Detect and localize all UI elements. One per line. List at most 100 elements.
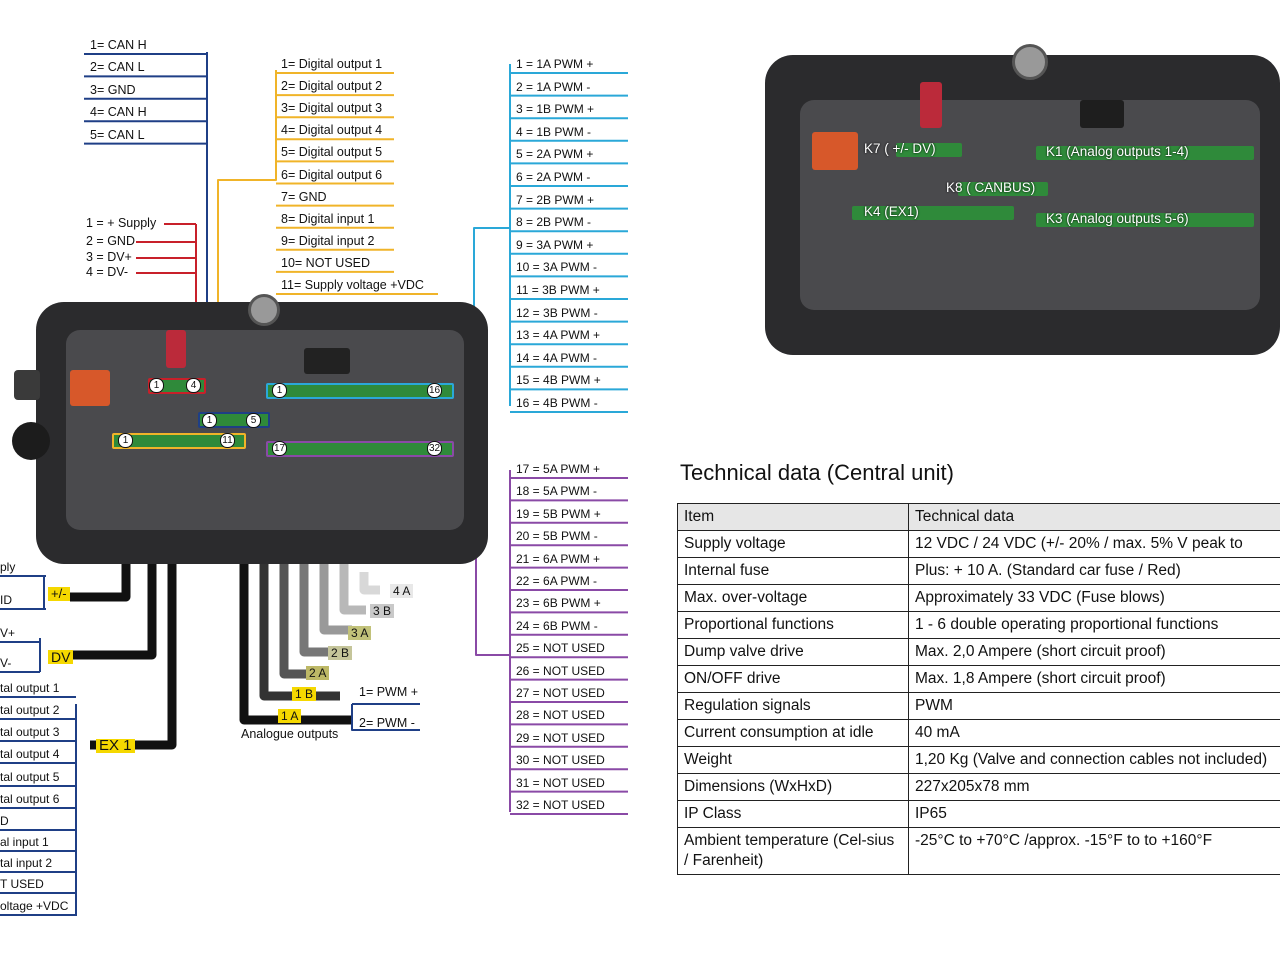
photo-label-k1: K1 (Analog outputs 1-4) <box>1046 144 1189 159</box>
black-cable-analogue-6 <box>339 560 366 615</box>
analogue-tag: 3 B <box>370 604 395 618</box>
analogue-tag: 1 B <box>292 687 317 701</box>
orange-relay <box>70 370 110 406</box>
ex1-pin-label: ply <box>0 560 16 574</box>
pin-k4-last: 11 <box>220 433 235 448</box>
can-pin-label: 4= CAN H <box>90 105 147 120</box>
table-row: Ambient temperature (Cel-sius / Farenhei… <box>677 827 1280 875</box>
table-cell: 1 - 6 double operating proportional func… <box>908 611 1280 639</box>
pwm-top-pin-label: 14 = 4A PWM - <box>516 350 598 365</box>
pwm-top-pin-label: 6 = 2A PWM - <box>516 170 591 184</box>
ex1-pin-label: T USED <box>0 877 44 891</box>
pin-k1-first: 1 <box>272 383 287 398</box>
enclosure-interior-left <box>66 330 464 530</box>
digital-pin-label: 1= Digital output 1 <box>281 57 383 71</box>
pwm-bottom-pin-label: 26 = NOT USED <box>516 663 605 678</box>
ex1-pin-label: D <box>0 814 9 828</box>
photo-fuse <box>920 82 942 128</box>
table-cell: Approximately 33 VDC (Fuse blows) <box>908 584 1280 612</box>
ex1-pin-label: tal output 3 <box>0 725 60 739</box>
photo-terminal-k8 <box>958 182 1048 196</box>
ex1-pin-label: oltage +VDC <box>0 899 69 913</box>
pwm-bottom-pin-label: 17 = 5A PWM + <box>516 462 601 476</box>
analogue-tag: 1 A <box>278 709 302 723</box>
pwm-top-pin-label: 15 = 4B PWM + <box>516 373 601 388</box>
table-cell: Item <box>677 503 909 531</box>
black-cable-analogue-7 <box>359 572 380 595</box>
table-cell: PWM <box>908 692 1280 720</box>
ex1-pin-label: tal output 2 <box>0 703 60 717</box>
table-cell: Ambient temperature (Cel-sius / Farenhei… <box>677 827 909 875</box>
table-cell: Dimensions (WxHxD) <box>677 773 909 801</box>
digital-pin-label: 6= Digital output 6 <box>281 167 383 182</box>
table-cell: ON/OFF drive <box>677 665 909 693</box>
table-cell: 40 mA <box>908 719 1280 747</box>
m12-connector-left <box>248 294 280 326</box>
pwm-top-pin-label: 12 = 3B PWM - <box>516 305 598 320</box>
photo-terminal-k4 <box>852 206 1014 220</box>
pwm-top-pin-label: 8 = 2B PWM - <box>516 215 592 230</box>
digital-pin-label: 9= Digital input 2 <box>281 233 375 248</box>
table-cell: Internal fuse <box>677 557 909 585</box>
table-cell: Current consumption at idle <box>677 719 909 747</box>
ex1-pin-label: tal input 2 <box>0 856 53 870</box>
supply-pin-label: 4 = DV- <box>86 265 129 279</box>
pwm-top-pin-label: 4 = 1B PWM - <box>516 124 592 139</box>
table-cell: Plus: + 10 A. (Standard car fuse / Red) <box>908 557 1280 585</box>
black-cable-analogue-1 <box>239 560 352 725</box>
ex1-pin-label: tal output 5 <box>0 770 60 784</box>
table-cell: IP Class <box>677 800 909 828</box>
table-cell: Regulation signals <box>677 692 909 720</box>
photo-label-k7: K7 ( +/- DV) <box>864 141 936 156</box>
enclosure-mount-left <box>14 370 40 400</box>
digital-pin-label: 4= Digital output 4 <box>281 123 383 138</box>
cable-tag-ex1: EX 1 <box>96 738 135 753</box>
supply-pin-label: 2 = GND <box>86 234 135 248</box>
photo-display <box>1080 100 1124 128</box>
supply-pin-label: 3 = DV+ <box>86 250 132 264</box>
digital-pin-label: 2= Digital output 2 <box>281 79 383 94</box>
pin-k1-last: 16 <box>427 383 442 398</box>
pin-k3-first: 17 <box>272 441 287 456</box>
tech-data-title: Technical data (Central unit) <box>680 460 954 485</box>
pin-k8-first: 1 <box>202 413 217 428</box>
pwm-bottom-pin-label: 25 = NOT USED <box>516 641 605 656</box>
black-cable-dv <box>70 560 157 660</box>
table-cell: Weight <box>677 746 909 774</box>
can-pin-label: 3= GND <box>90 82 136 97</box>
photo-terminal-k1 <box>1036 146 1254 160</box>
ex1-pin-label: al input 1 <box>0 835 49 849</box>
pin-k4-first: 1 <box>118 433 133 448</box>
cable-tag-supply: +/- <box>48 587 70 601</box>
ex1-pin-label: V+ <box>0 626 16 640</box>
pwm-bottom-pin-label: 29 = NOT USED <box>516 730 605 745</box>
table-cell: Technical data <box>908 503 1280 531</box>
table-cell: -25°C to +70°C /approx. -15°F to to +160… <box>908 827 1280 875</box>
pwm-bottom-pin-label: 28 = NOT USED <box>516 708 605 723</box>
table-cell: Max. over-voltage <box>677 584 909 612</box>
pwm-top-pin-label: 5 = 2A PWM + <box>516 147 594 162</box>
pwm-top-pin-label: 2 = 1A PWM - <box>516 79 591 94</box>
can-pin-label: 5= CAN L <box>90 127 145 142</box>
pwm-bottom-pin-label: 27 = NOT USED <box>516 686 605 700</box>
ex1-pin-label: tal output 6 <box>0 792 60 806</box>
table-cell: 1,20 Kg (Valve and connection cables not… <box>908 746 1280 774</box>
digital-pin-label: 10= NOT USED <box>281 255 371 270</box>
table-cell: 12 VDC / 24 VDC (+/- 20% / max. 5% V pea… <box>908 530 1280 558</box>
analogue-pwm-plus: 1= PWM + <box>359 685 419 699</box>
photo-terminal-k7 <box>896 143 962 157</box>
terminal-k3 <box>266 441 454 457</box>
table-row: Dimensions (WxHxD)227x205x78 mm <box>677 773 1280 801</box>
digital-pin-label: 7= GND <box>281 189 327 204</box>
pwm-top-pin-label: 3 = 1B PWM + <box>516 102 595 117</box>
pwm-top-pin-label: 11 = 3B PWM + <box>516 283 600 297</box>
black-cable-supply <box>70 560 131 602</box>
